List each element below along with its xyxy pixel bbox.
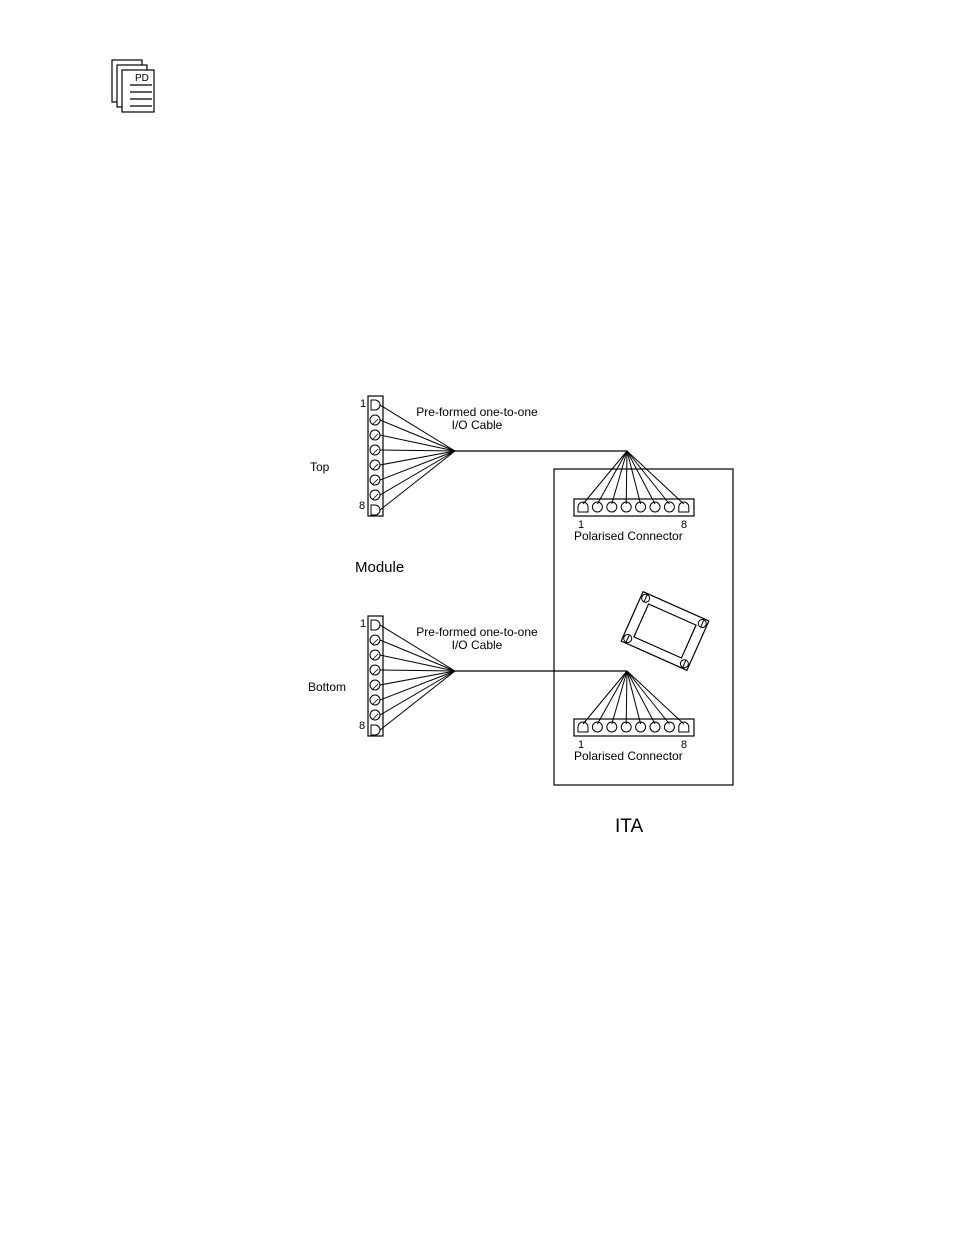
cable-wire bbox=[380, 420, 455, 451]
connector-wire bbox=[597, 451, 627, 504]
cable-wire bbox=[380, 450, 455, 451]
connector-wire bbox=[612, 671, 627, 724]
module-pin-terminal bbox=[370, 475, 380, 485]
side-label: Bottom bbox=[308, 680, 346, 694]
cable-wire bbox=[380, 451, 455, 480]
cable-wire bbox=[380, 655, 455, 671]
module-pin-terminal bbox=[371, 620, 380, 630]
connector-wire bbox=[627, 451, 655, 504]
module-pin-terminal bbox=[370, 710, 380, 720]
module-pin-terminal bbox=[370, 665, 380, 675]
ita-label: ITA bbox=[615, 816, 643, 837]
module-pin-terminal bbox=[371, 400, 380, 410]
connector-label: Polarised Connector bbox=[574, 749, 683, 763]
connector-wire bbox=[583, 451, 627, 504]
pd-logo-text: PD bbox=[135, 73, 149, 84]
connector-wire bbox=[626, 451, 627, 504]
module-pin-terminal bbox=[370, 635, 380, 645]
cable-wire bbox=[380, 670, 455, 671]
module-pin-1-label: 1 bbox=[360, 618, 366, 630]
module-pin-terminal bbox=[370, 680, 380, 690]
mounting-frame bbox=[621, 592, 709, 671]
module-pin-terminal bbox=[370, 460, 380, 470]
module-label: Module bbox=[355, 559, 404, 576]
cable-label-line2: I/O Cable bbox=[452, 418, 503, 432]
connector-wire bbox=[597, 671, 627, 724]
cable-label-line2: I/O Cable bbox=[452, 638, 503, 652]
connector-wire bbox=[627, 671, 655, 724]
side-label: Top bbox=[310, 460, 330, 474]
connector-label: Polarised Connector bbox=[574, 529, 683, 543]
module-pin-terminal bbox=[370, 490, 380, 500]
module-pin-terminal bbox=[370, 415, 380, 425]
connector-wire bbox=[583, 671, 627, 724]
cable-wire bbox=[380, 451, 455, 510]
module-pin-1-label: 1 bbox=[360, 398, 366, 410]
module-pin-terminal bbox=[371, 725, 380, 735]
pd-logo-icon bbox=[112, 60, 154, 112]
cable-wire bbox=[380, 671, 455, 730]
cable-label-line1: Pre-formed one-to-one bbox=[416, 405, 538, 419]
module-pin-terminal bbox=[370, 650, 380, 660]
cable-label-line1: Pre-formed one-to-one bbox=[416, 625, 538, 639]
module-pin-8-label: 8 bbox=[359, 500, 365, 512]
connector-wire bbox=[626, 671, 627, 724]
module-pin-terminal bbox=[371, 505, 380, 515]
module-pin-8-label: 8 bbox=[359, 720, 365, 732]
cable-wire bbox=[380, 671, 455, 700]
cable-wire bbox=[380, 640, 455, 671]
connector-wire bbox=[627, 671, 684, 724]
cable-wire bbox=[380, 435, 455, 451]
connector-wire bbox=[612, 451, 627, 504]
module-pin-terminal bbox=[370, 430, 380, 440]
module-pin-terminal bbox=[370, 445, 380, 455]
module-pin-terminal bbox=[370, 695, 380, 705]
connector-wire bbox=[627, 451, 684, 504]
